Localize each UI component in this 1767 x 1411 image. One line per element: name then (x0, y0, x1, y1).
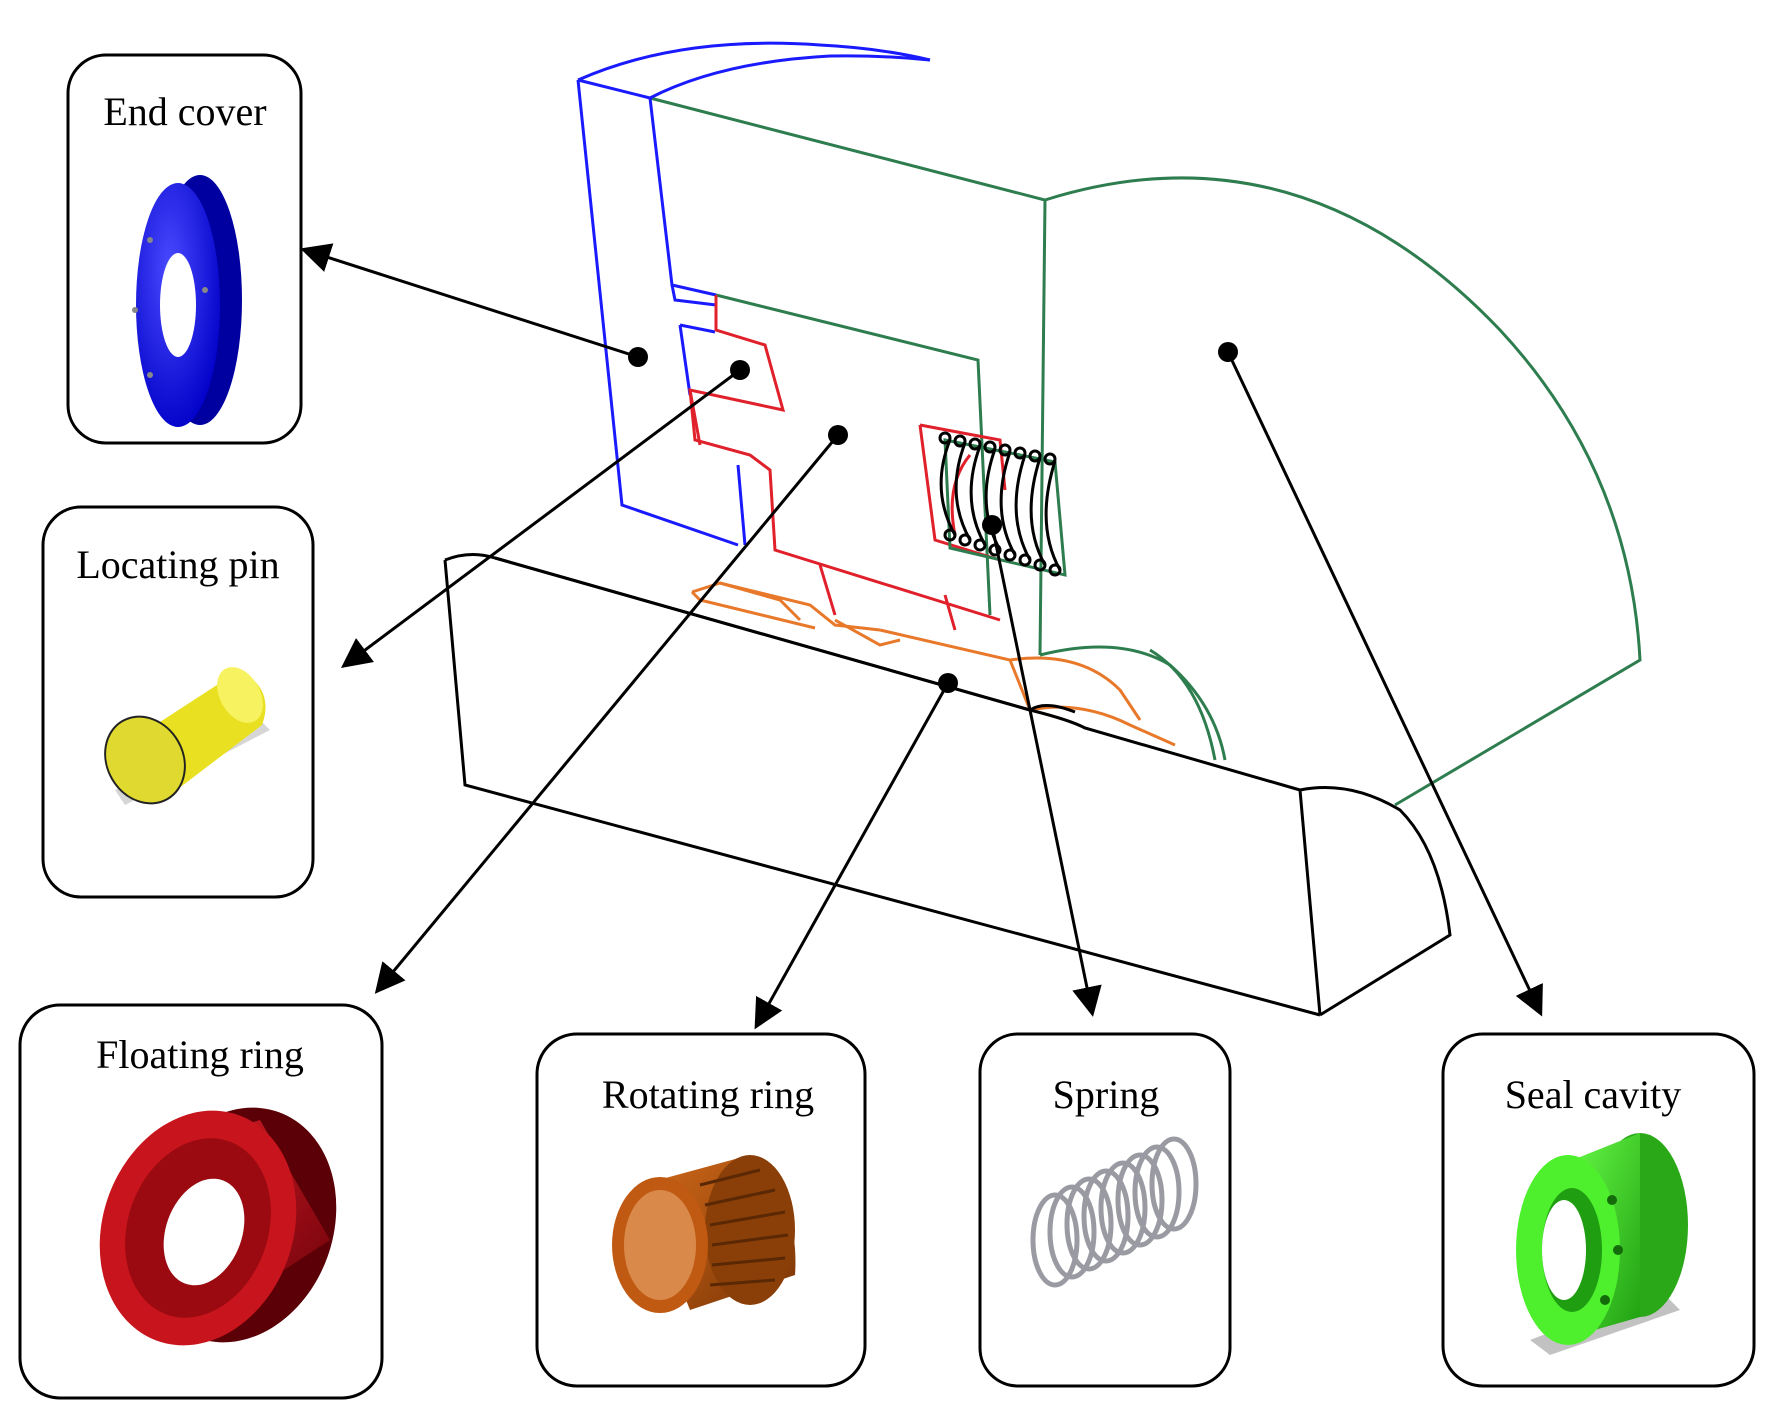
seal-cavity-box: Seal cavity (1441, 1032, 1756, 1388)
end-cover-label: End cover (103, 89, 266, 134)
floating-ring-box: Floating ring (18, 1003, 384, 1400)
seal-cavity-image (1516, 1133, 1688, 1355)
spring-frame (978, 1032, 1232, 1388)
seal-cavity-outline (649, 96, 1642, 807)
locating-pin-point (730, 360, 750, 380)
spring-image (1030, 1136, 1199, 1288)
spring-box: Spring (978, 1032, 1232, 1388)
shaft-outline (443, 553, 1452, 1017)
end-cover-box: End cover (66, 53, 303, 445)
rotating-ring-outline (690, 581, 1176, 747)
rotating-ring-leader (754, 682, 950, 1030)
end-cover-point (628, 347, 648, 367)
floating-ring-label: Floating ring (96, 1032, 304, 1077)
seal-cavity-point (1218, 342, 1238, 362)
locating-pin-label: Locating pin (76, 542, 279, 587)
floating-ring-point (828, 425, 848, 445)
end-cover-leader (300, 243, 639, 359)
leader-lines (300, 243, 1543, 1030)
floating-ring-leader (374, 434, 840, 994)
locating-pin-leader (340, 368, 741, 668)
spring-label: Spring (1053, 1072, 1160, 1117)
spring-point (982, 515, 1002, 535)
rotating-ring-box: Rotating ring (535, 1032, 867, 1388)
seal-cavity-label: Seal cavity (1505, 1072, 1682, 1117)
locating-pin-frame (41, 505, 315, 899)
floating-ring-outline (688, 295, 1007, 631)
rotating-ring-image (612, 1155, 796, 1313)
spring-coils (938, 431, 1067, 577)
rotating-ring-point (938, 673, 958, 693)
end-cover-image (132, 175, 242, 427)
seal-cavity-leader (1226, 351, 1543, 1017)
floating-ring-image (99, 1107, 337, 1346)
locating-pin-box: Locating pin (41, 505, 315, 899)
rotating-ring-label: Rotating ring (602, 1072, 814, 1117)
locating-pin-image (104, 667, 270, 805)
spring-leader (990, 524, 1102, 1017)
end-cover-outline (576, 41, 931, 547)
